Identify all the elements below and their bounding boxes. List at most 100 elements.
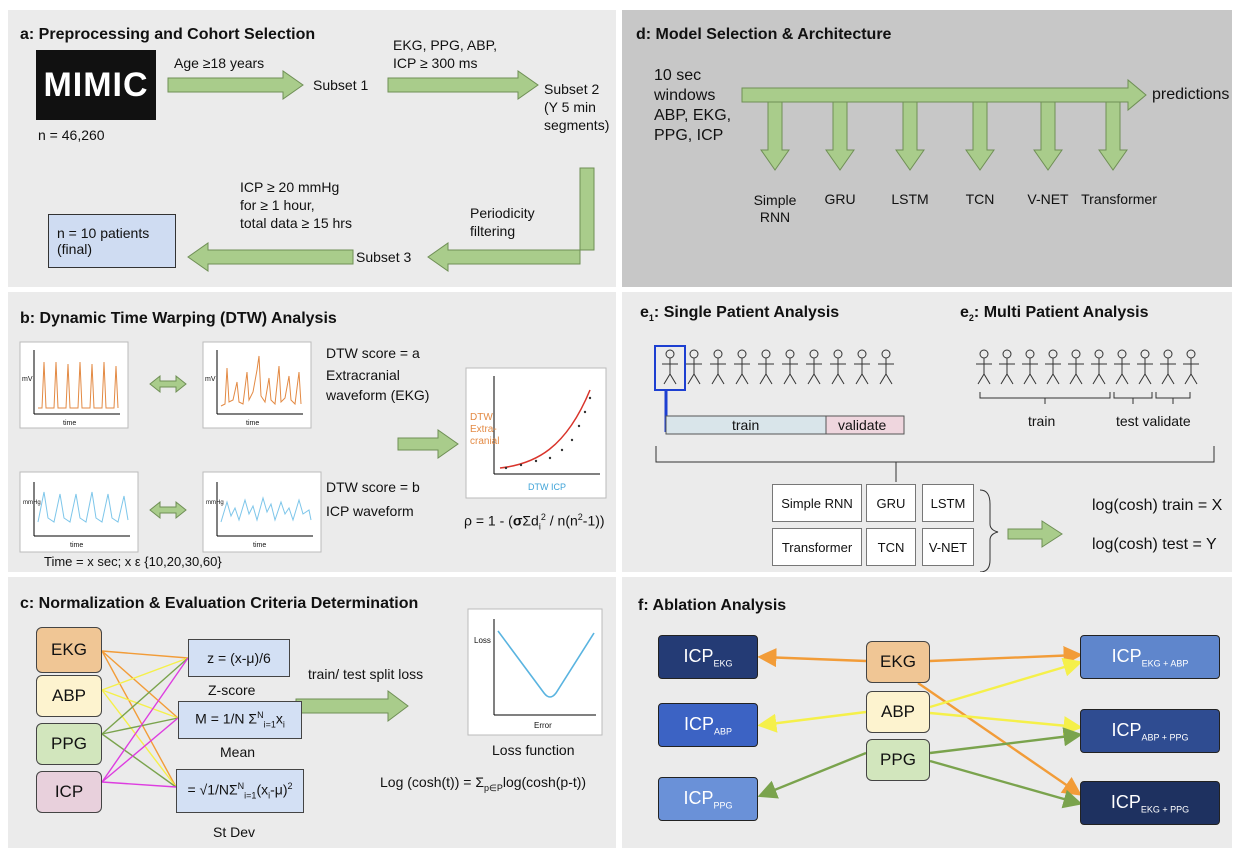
- model-cell-lstm: LSTM: [922, 484, 974, 522]
- model-cell-simple-rnn-label: Simple RNN: [781, 495, 853, 511]
- model-cell-transformer-label: Transformer: [781, 539, 853, 555]
- multi-title-b: : Multi Patient Analysis: [973, 304, 1149, 321]
- sd-formula-sup: N: [237, 781, 245, 792]
- abp-to-icp-ekg-abp: [929, 657, 1083, 709]
- logcosh-b: log(cosh(p-t)): [502, 774, 587, 790]
- model-cell-vnet: V-NET: [922, 528, 974, 566]
- final-cohort-box: n = 10 patients (final): [48, 214, 176, 268]
- selected-patient-highlight: [654, 345, 686, 391]
- logcosh-sub: p∈P: [483, 782, 503, 793]
- model-cell-transformer: Transformer: [772, 528, 862, 566]
- ppg-to-icp-ppg: [757, 751, 867, 799]
- patient-figure: [1137, 349, 1153, 385]
- sd-formula-c: i: [268, 790, 271, 801]
- validate-bar: [825, 415, 905, 435]
- single-title-a: e: [640, 304, 649, 321]
- subset2-label-2: (Y 5 min: [544, 99, 596, 115]
- sd-formula-a: = √1/NΣ: [187, 781, 238, 798]
- to-results-arrow: [1007, 520, 1063, 548]
- panel-b-graphics: [19, 341, 607, 553]
- patient-figure: [686, 349, 702, 385]
- panel-a: a: Preprocessing and Cohort Selection MI…: [8, 10, 616, 287]
- sd-formula: = √1/NΣNi=1(xi-μ)2: [187, 781, 292, 800]
- icp-ekg-main: ICP: [683, 645, 714, 666]
- signal-box-abp: ABP: [36, 675, 102, 717]
- icp-xlabel-1: time: [70, 542, 84, 549]
- icp-ekg-abp-box: ICPEKG + ABP: [1080, 635, 1220, 679]
- ekg-to-icp-ekg-ppg: [917, 682, 1082, 796]
- panel-d: d: Model Selection & Architecture 10 sec…: [622, 10, 1232, 287]
- model-cell-tcn-label: TCN: [877, 539, 905, 555]
- final-cohort-label-2: (final): [57, 241, 93, 257]
- subset1-label: Subset 1: [313, 77, 369, 93]
- ekg-thumbnail-1: [19, 341, 129, 429]
- logcosh-a: Log (cosh(t)) = Σ: [380, 774, 484, 790]
- subset3-label: Subset 3: [356, 249, 412, 265]
- correlation-plot: [465, 367, 607, 499]
- loss-plot: [467, 608, 603, 736]
- single-title-sub: 1: [648, 313, 654, 324]
- criteria-label-3: total data ≥ 15 hrs: [240, 215, 352, 231]
- icp-ekg-box: ICPEKG: [658, 635, 758, 679]
- signal-box-icp: ICP: [36, 771, 102, 813]
- sd-formula-sub: i=1: [244, 790, 257, 801]
- mean-formula: M = 1/N ΣNi=1xi: [195, 710, 285, 729]
- abp-to-icp-abp: [757, 710, 867, 733]
- single-patient-figures: [662, 349, 894, 385]
- ppg-to-icp-ekg-ppg: [929, 759, 1083, 809]
- signal-abp-label: ABP: [880, 702, 916, 721]
- patient-figure: [976, 349, 992, 385]
- train-label: train: [732, 417, 760, 433]
- criteria-label-1: ICP ≥ 20 mmHg: [240, 179, 340, 195]
- icp-ylabel-1: mmHg: [23, 500, 41, 506]
- icp-ekg-abp-sub: EKG + ABP: [1141, 658, 1189, 669]
- patient-figure: [758, 349, 774, 385]
- icp-waveform-label: ICP waveform: [326, 503, 414, 519]
- ekg-xlabel-2: time: [246, 420, 260, 427]
- signal-box-ppg-label: PPG: [51, 734, 87, 753]
- patient-figure: [1045, 349, 1061, 385]
- model-tcn: TCN: [965, 191, 995, 207]
- panel-c-title: c: Normalization & Evaluation Criteria D…: [20, 595, 419, 612]
- extracranial-label-2: waveform (EKG): [326, 387, 430, 403]
- patient-figure: [830, 349, 846, 385]
- icp-ylabel-2: mmHg: [206, 500, 224, 506]
- periodicity-arrow: [427, 167, 595, 272]
- icp-abp-ppg-main: ICP: [1111, 719, 1142, 740]
- plot-ylabel-3: cranial: [470, 436, 500, 447]
- mean-formula-a: M = 1/N Σ: [195, 710, 258, 727]
- to-correlation-arrow: [397, 429, 459, 459]
- patient-figure: [806, 349, 822, 385]
- mean-formula-sup: N: [257, 710, 264, 721]
- logcosh-formula: Log (cosh(t)) = Σp∈Plog(cosh(p-t)): [380, 773, 586, 797]
- model-cell-lstm-label: LSTM: [930, 495, 966, 511]
- icp-ekg-ppg-sub: EKG + PPG: [1140, 804, 1190, 815]
- icp-ekg-abp-main: ICP: [1111, 645, 1142, 666]
- patient-figure: [782, 349, 798, 385]
- patient-figure: [1091, 349, 1107, 385]
- icp-abp-ppg-sub: ABP + PPG: [1141, 732, 1189, 743]
- panel-c-connections: [101, 608, 603, 788]
- dtw-score-b: DTW score = b: [326, 479, 420, 495]
- panel-d-arrows: [741, 78, 1147, 171]
- signal-ekg-label: EKG: [880, 652, 916, 671]
- patient-figure: [1022, 349, 1038, 385]
- loss-xlabel: Error: [534, 721, 552, 730]
- model-cell-tcn: TCN: [866, 528, 916, 566]
- model-simple-rnn: Simple RNN: [753, 192, 797, 225]
- icp-ekg-ppg-box: ICPEKG + PPG: [1080, 781, 1220, 825]
- signal-box-ekg: EKG: [36, 627, 102, 673]
- age-filter-label: Age ≥18 years: [174, 55, 265, 71]
- rho-sub: i: [538, 521, 541, 532]
- mean-formula-b: x: [275, 710, 283, 727]
- plot-xlabel: DTW ICP: [528, 482, 566, 492]
- icp-xlabel-2: time: [253, 542, 267, 549]
- time-note: Time = x sec; x ε {10,20,30,60}: [44, 554, 222, 569]
- panel-b: b: Dynamic Time Warping (DTW) Analysis m…: [8, 292, 616, 572]
- patient-figure: [710, 349, 726, 385]
- mimic-count: n = 46,260: [38, 127, 105, 143]
- icp-thumbnail-1: [19, 471, 139, 553]
- ekg-thumbnail-2: [202, 341, 312, 429]
- sd-label: St Dev: [213, 824, 256, 840]
- mean-formula-box: M = 1/N ΣNi=1xi: [178, 701, 302, 739]
